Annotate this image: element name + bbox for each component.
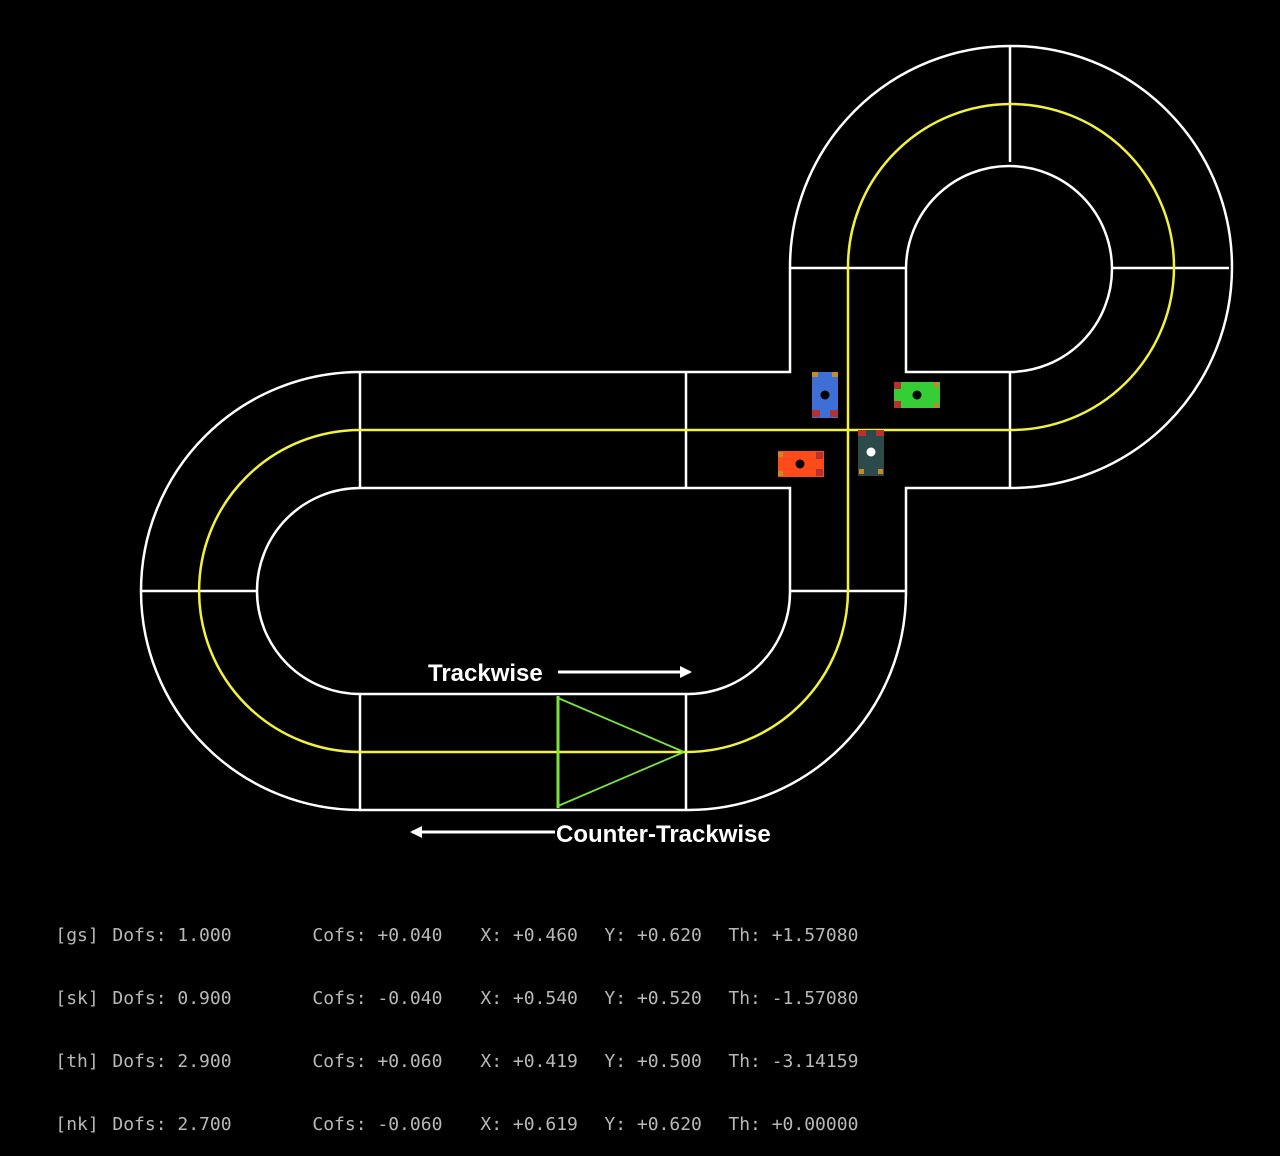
hud-y: Y: +0.500 [604, 1051, 702, 1072]
hud-cofs: Cofs: -0.060 [312, 1114, 443, 1135]
hud-x: X: +0.540 [480, 988, 578, 1009]
segment-dividers [142, 46, 1229, 810]
hud-y: Y: +0.620 [604, 1114, 702, 1135]
hud-row-nk: [nk] Dofs: 2.700 Cofs: -0.060 X: +0.619 Y: +… [12, 1093, 868, 1135]
car-nk [858, 430, 884, 476]
car-sk [894, 382, 940, 408]
hud-row-th: [th] Dofs: 2.900 Cofs: +0.060 X: +0.419 Y: +… [12, 1030, 868, 1072]
car-th [778, 451, 824, 477]
hud-tag: [nk] [55, 1114, 99, 1135]
hud-th: Th: +1.57080 [728, 925, 859, 946]
trackwise-label: Trackwise [428, 660, 543, 687]
hud-row-sk: [sk] Dofs: 0.900 Cofs: -0.040 X: +0.540 Y: +… [12, 967, 868, 1009]
hud-th: Th: -1.57080 [728, 988, 859, 1009]
track-scene: Trackwise Counter-Trackwise [139, 44, 1234, 848]
hud-cofs: Cofs: +0.060 [312, 1051, 443, 1072]
telemetry-hud: [gs] Dofs: 1.000 Cofs: +0.040 X: +0.460 Y: +… [12, 862, 868, 1135]
hud-row-gs: [gs] Dofs: 1.000 Cofs: +0.040 X: +0.460 Y: +… [12, 904, 868, 946]
track-inner-edge-right [904, 164, 1114, 374]
hud-x: X: +0.619 [480, 1114, 578, 1135]
hud-cofs: Cofs: +0.040 [312, 925, 443, 946]
track-center-line [197, 102, 1176, 754]
hud-x: X: +0.419 [480, 1051, 578, 1072]
hud-tag: [gs] [55, 925, 99, 946]
track-inner-edge-left [255, 486, 792, 696]
track-outer-edge [139, 44, 1234, 812]
counter-trackwise-label: Counter-Trackwise [556, 821, 771, 848]
car-gs [812, 372, 838, 418]
hud-cofs: Cofs: -0.040 [312, 988, 443, 1009]
hud-th: Th: -3.14159 [728, 1051, 859, 1072]
hud-th: Th: +0.00000 [728, 1114, 859, 1135]
hud-tag: [th] [55, 1051, 99, 1072]
hud-y: Y: +0.520 [604, 988, 702, 1009]
finish-marker [556, 696, 685, 808]
hud-dofs: Dofs: 0.900 [112, 988, 232, 1009]
hud-dofs: Dofs: 2.900 [112, 1051, 232, 1072]
hud-dofs: Dofs: 1.000 [112, 925, 232, 946]
hud-y: Y: +0.620 [604, 925, 702, 946]
hud-tag: [sk] [55, 988, 99, 1009]
hud-x: X: +0.460 [480, 925, 578, 946]
hud-dofs: Dofs: 2.700 [112, 1114, 232, 1135]
